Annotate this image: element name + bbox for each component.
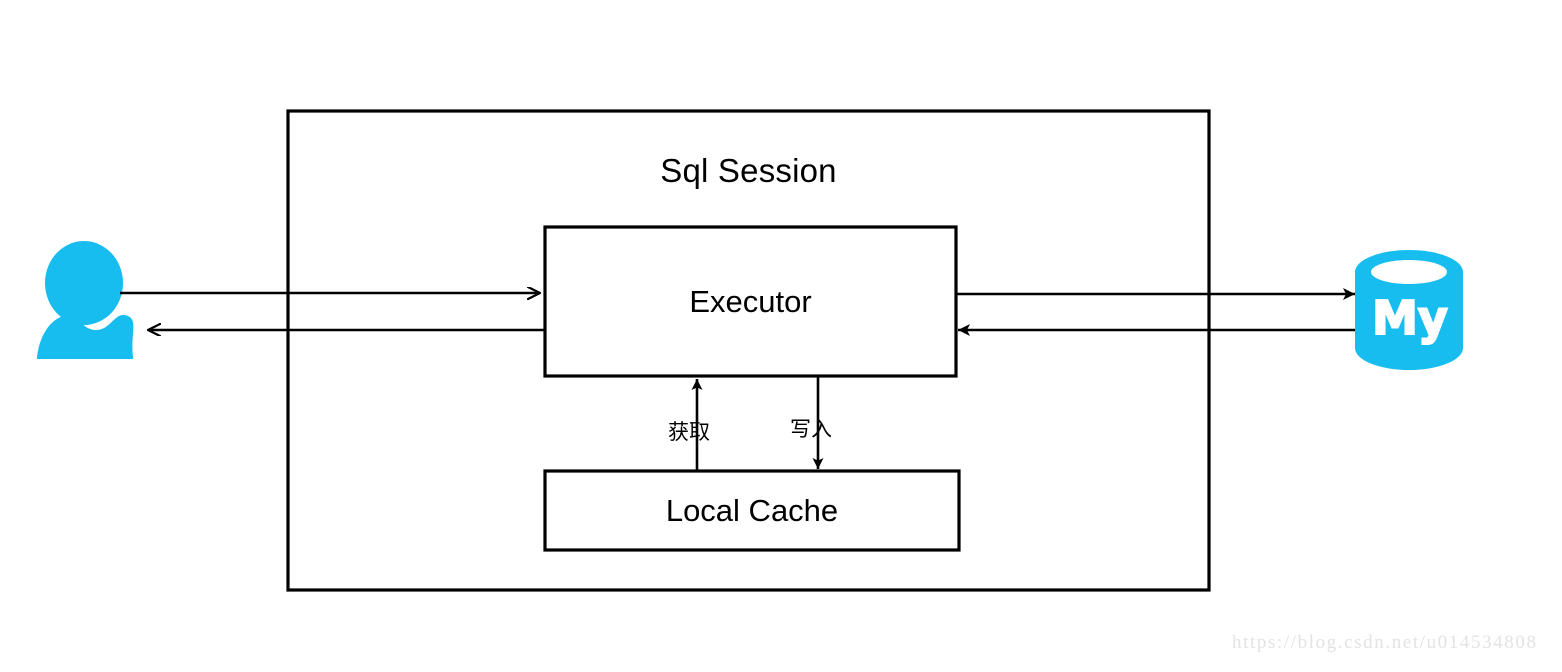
local-cache-label: Local Cache bbox=[665, 493, 839, 528]
sql-session-title: Sql Session bbox=[660, 152, 837, 189]
user-icon bbox=[37, 241, 134, 359]
watermark: https://blog.csdn.net/u014534808 bbox=[1232, 632, 1538, 653]
mysql-database-icon bbox=[1355, 250, 1463, 370]
executor-label: Executor bbox=[689, 284, 812, 319]
edge-label-write: 写入 bbox=[790, 417, 832, 441]
executor-box[interactable] bbox=[543, 225, 958, 378]
mysql-wordmark: My bbox=[1371, 290, 1449, 346]
edge-label-fetch: 获取 bbox=[668, 420, 710, 444]
mysql-wordmark-text: My bbox=[1372, 291, 1448, 345]
local-cache-box[interactable] bbox=[543, 469, 961, 552]
